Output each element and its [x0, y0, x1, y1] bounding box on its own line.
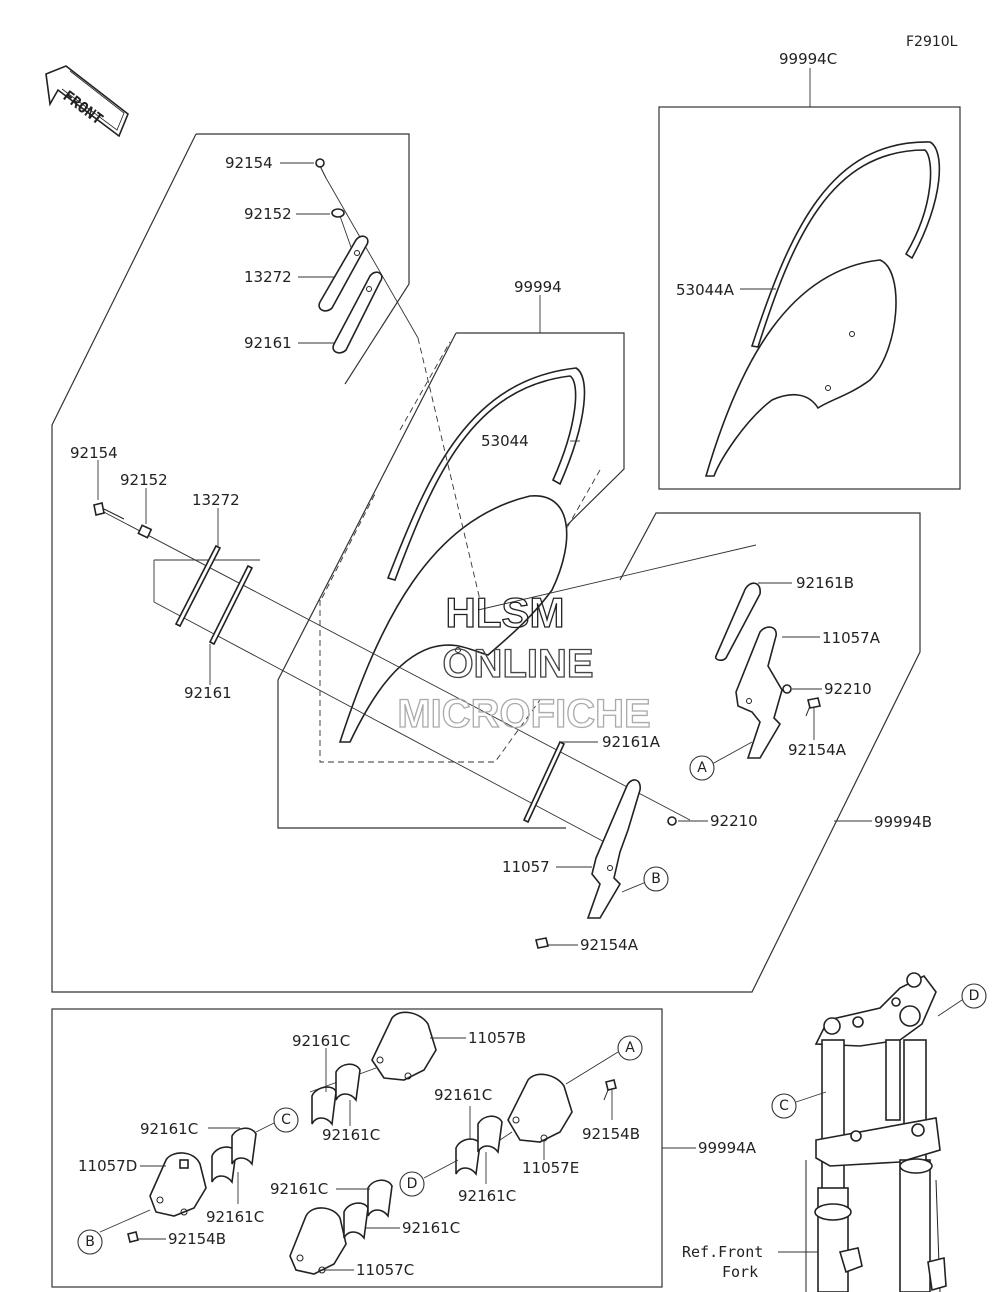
- ref-note-line1: Ref.Front: [682, 1243, 763, 1261]
- label-53044: 53044: [481, 432, 529, 450]
- windshield-53044a: [704, 141, 941, 477]
- label-92161c-6: 92161C: [206, 1208, 264, 1226]
- label-92161c-2: 92161C: [322, 1126, 380, 1144]
- label-11057c: 11057C: [356, 1261, 414, 1279]
- svg-text:HLSM: HLSM: [446, 589, 565, 636]
- nut-92152-left: [137, 524, 153, 539]
- svg-text:B: B: [651, 871, 661, 887]
- label-92152-top: 92152: [244, 205, 292, 223]
- gasket-92161-top: [332, 271, 383, 354]
- svg-text:MICROFICHE: MICROFICHE: [397, 692, 650, 736]
- label-92161c-3: 92161C: [434, 1086, 492, 1104]
- nut-92210-a: [782, 684, 792, 694]
- bracket-11057a: [735, 626, 783, 759]
- label-11057e: 11057E: [522, 1159, 579, 1177]
- kit-99994a-frame: [51, 1008, 663, 1288]
- label-92210-b: 92210: [710, 812, 758, 830]
- bolt-92154a-a: [805, 697, 821, 717]
- bracket-13272-top: [318, 235, 369, 312]
- nut-92152-top: [331, 208, 345, 218]
- gasket-92161c-8: [367, 1179, 393, 1219]
- gasket-92161c-7: [343, 1202, 369, 1241]
- callout-b-2: [77, 1229, 103, 1255]
- label-92161-top: 92161: [244, 334, 292, 352]
- kit-99994c-frame: [658, 106, 961, 490]
- callout-b-1: [643, 866, 669, 892]
- label-92161c-1: 92161C: [292, 1032, 350, 1050]
- figure-code: F2910L: [906, 34, 958, 50]
- cover-11057c: [289, 1207, 347, 1275]
- label-92161-left: 92161: [184, 684, 232, 702]
- screw-92154-top: [315, 158, 327, 179]
- label-92161c-5: 92161C: [140, 1120, 198, 1138]
- ref-note-line2: Fork: [722, 1263, 758, 1281]
- label-92210-a: 92210: [824, 680, 872, 698]
- gasket-92161c-5: [211, 1146, 237, 1185]
- gasket-92161c-2: [335, 1063, 361, 1103]
- label-92161c-8: 92161C: [402, 1219, 460, 1237]
- screw-92154-left: [93, 502, 125, 520]
- label-92161a: 92161A: [602, 733, 661, 751]
- label-99994: 99994: [514, 278, 562, 296]
- bolt-92154b-a: [603, 1079, 617, 1101]
- watermark: HLSM ONLINE MICROFICHE: [397, 588, 652, 736]
- callout-c-1: [273, 1107, 299, 1133]
- nut-92210-b: [667, 816, 677, 826]
- label-99994c: 99994C: [779, 50, 837, 68]
- svg-text:B: B: [85, 1234, 95, 1250]
- label-53044a: 53044A: [676, 281, 735, 299]
- cover-11057d: [149, 1152, 207, 1217]
- gasket-92161b: [714, 582, 761, 661]
- callout-c-2: [771, 1093, 797, 1119]
- label-11057b: 11057B: [468, 1029, 526, 1047]
- label-92161c-7: 92161C: [270, 1180, 328, 1198]
- svg-text:ONLINE: ONLINE: [442, 642, 593, 686]
- bolt-92154a-b: [535, 937, 549, 949]
- label-13272-left: 13272: [192, 491, 240, 509]
- bolt-92154b-b: [127, 1231, 139, 1243]
- bracket-11057: [586, 779, 641, 919]
- gasket-92161c-4: [477, 1115, 503, 1155]
- label-13272-top: 13272: [244, 268, 292, 286]
- gasket-92161-left: [208, 564, 254, 646]
- label-11057d: 11057D: [78, 1157, 137, 1175]
- label-92161c-4: 92161C: [458, 1187, 516, 1205]
- gasket-92161c-3: [455, 1138, 481, 1177]
- callout-d-2: [961, 983, 987, 1009]
- label-92154b-a: 92154B: [582, 1125, 640, 1143]
- label-92154b-b: 92154B: [168, 1230, 226, 1248]
- front-fork-reference: [805, 972, 947, 1292]
- label-11057a: 11057A: [822, 629, 881, 647]
- label-92161b: 92161B: [796, 574, 854, 592]
- cover-11057e: [507, 1073, 573, 1143]
- label-11057: 11057: [502, 858, 550, 876]
- label-92154-top: 92154: [225, 154, 273, 172]
- callout-d-1: [399, 1171, 425, 1197]
- label-92154a-a: 92154A: [788, 741, 847, 759]
- gasket-92161c-6: [231, 1127, 257, 1167]
- svg-text:A: A: [697, 760, 707, 776]
- svg-text:C: C: [281, 1112, 291, 1128]
- callout-a-2: [617, 1035, 643, 1061]
- label-99994b: 99994B: [874, 813, 932, 831]
- svg-text:A: A: [625, 1040, 635, 1056]
- bracket-13272-left: [174, 544, 222, 628]
- label-92154a-b: 92154A: [580, 936, 639, 954]
- svg-text:D: D: [969, 988, 980, 1004]
- cover-11057b: [371, 1011, 437, 1081]
- label-92152-left: 92152: [120, 471, 168, 489]
- gasket-92161c-1: [311, 1086, 337, 1127]
- svg-text:C: C: [779, 1098, 789, 1114]
- label-92154-left: 92154: [70, 444, 118, 462]
- callout-a-1: [689, 755, 715, 781]
- front-arrow-icon: FRONT: [45, 65, 129, 138]
- svg-text:D: D: [407, 1176, 418, 1192]
- gasket-92161a: [522, 740, 566, 824]
- windshield-53044: [338, 367, 586, 743]
- label-99994a: 99994A: [698, 1139, 757, 1157]
